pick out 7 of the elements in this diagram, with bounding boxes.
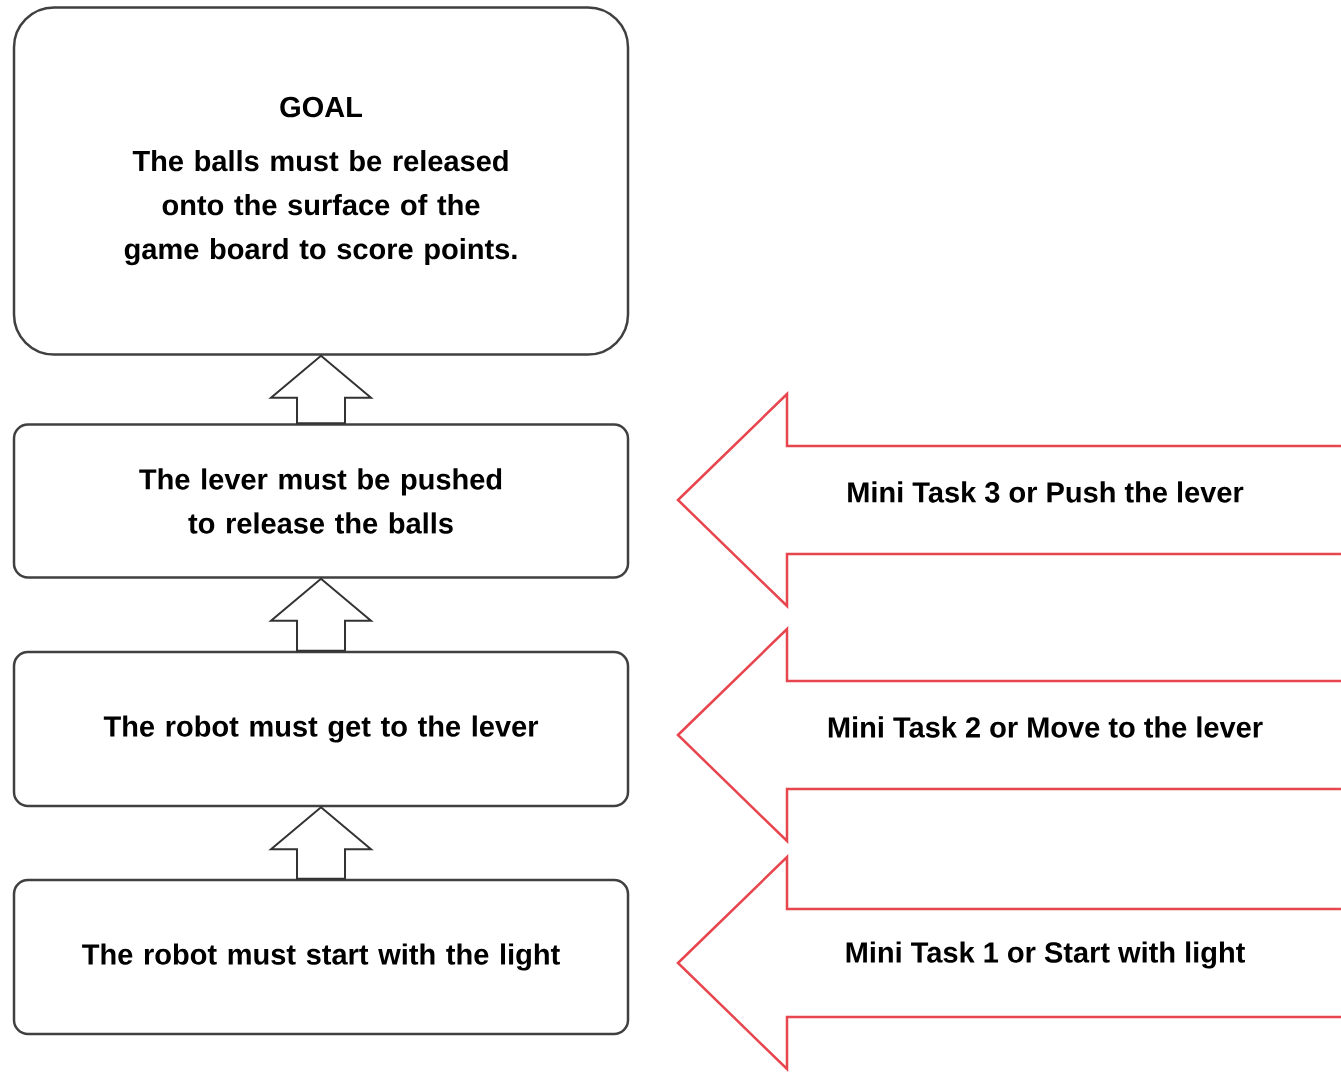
process-box: The lever must be pushed to release the balls — [12, 423, 630, 579]
process-box: The robot must start with the light — [12, 878, 630, 1036]
block-arrow — [268, 577, 374, 652]
block-arrow — [268, 805, 374, 880]
process-box: GOAL The balls must be released onto the surface of the game board to score points. — [12, 6, 630, 356]
block-arrow — [268, 354, 374, 425]
process-box: The robot must get to the lever — [12, 650, 630, 808]
